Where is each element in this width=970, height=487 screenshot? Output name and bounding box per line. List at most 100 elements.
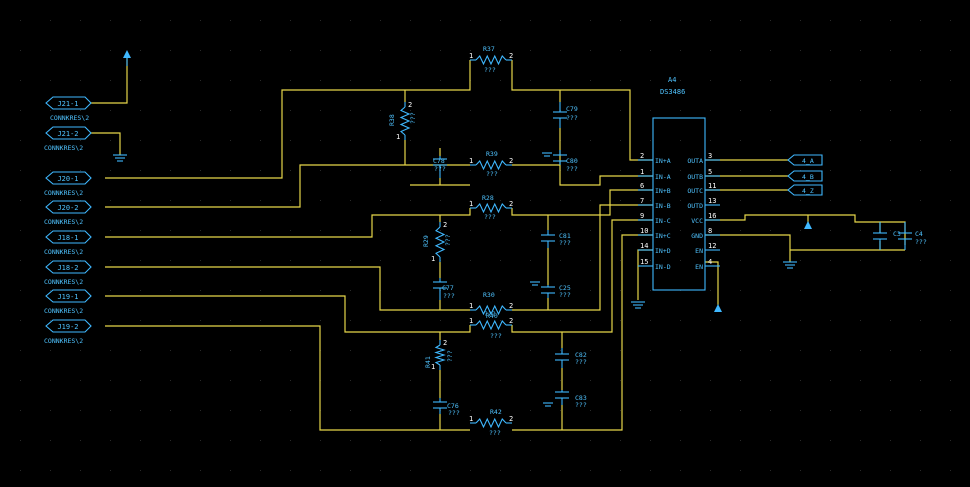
connector-name: J19-1 — [57, 293, 78, 301]
ic-a4[interactable]: A4 DS3486 2IN+A1IN-A6IN+B7IN-B9IN-C10IN+… — [638, 76, 720, 291]
output-ports: 4_A 4_B 4_Z — [787, 154, 823, 196]
resistor-ref: R29 — [422, 235, 430, 247]
pin-number: 5 — [708, 168, 712, 176]
pin-name: EN — [695, 263, 703, 271]
capacitor-ref: C82 — [575, 351, 587, 359]
output-port[interactable]: 4_Z — [787, 184, 823, 196]
resistor-ref: R39 — [486, 150, 498, 158]
pin-name: IN-B — [655, 202, 671, 210]
ic-ref: A4 — [668, 76, 676, 84]
pin-number: 9 — [640, 212, 644, 220]
capacitor[interactable]: C78??? — [433, 156, 447, 178]
connector-label: CONNKRES\2 — [44, 189, 83, 197]
pin-number: 1 — [431, 255, 435, 263]
pin-number: 2 — [509, 302, 513, 310]
connector-label: CONNKRES\2 — [44, 144, 83, 152]
pin-number: 13 — [708, 197, 716, 205]
capacitor-ref: C78 — [433, 157, 445, 165]
output-name: 4_A — [802, 157, 814, 165]
pin-name: IN+B — [655, 187, 671, 195]
pin-number: 1 — [469, 317, 473, 325]
pin-name: IN-D — [655, 263, 671, 271]
pin-number: 16 — [708, 212, 716, 220]
capacitor-value: ??? — [566, 114, 578, 122]
capacitor[interactable]: C76??? — [433, 398, 460, 417]
capacitor-value: ??? — [448, 409, 460, 417]
capacitor-ref: C3 — [893, 230, 901, 238]
resistor-ref: R38 — [388, 114, 396, 126]
pin-number: 2 — [443, 339, 447, 347]
capacitor[interactable]: C3 — [873, 222, 901, 250]
capacitor-ref: C81 — [559, 232, 571, 240]
resistor-value: ??? — [484, 213, 496, 221]
power-symbols — [113, 50, 812, 407]
capacitor-ref: C25 — [559, 284, 571, 292]
ground-icon — [783, 261, 797, 269]
ic-body — [652, 117, 706, 291]
pin-name: OUTB — [687, 173, 703, 181]
capacitor[interactable]: C77??? — [433, 278, 455, 300]
pin-name: OUTA — [687, 157, 703, 165]
output-name: 4_B — [802, 173, 814, 181]
output-port[interactable]: 4_A — [787, 154, 823, 166]
ground-icon — [543, 402, 553, 407]
pin-number: 1 — [640, 168, 644, 176]
pin-number: 10 — [640, 227, 648, 235]
pin-name: IN+C — [655, 232, 671, 240]
capacitor[interactable]: C83??? — [555, 390, 587, 409]
pin-number: 2 — [408, 101, 412, 109]
connector-name: J20-1 — [57, 175, 78, 183]
resistor-ref: R42 — [490, 408, 502, 416]
capacitor[interactable]: C79??? — [553, 102, 578, 128]
capacitor-value: ??? — [575, 401, 587, 409]
resistor-value: ??? — [484, 310, 496, 318]
capacitor[interactable]: C4??? — [898, 222, 927, 250]
pin-number: 2 — [509, 52, 513, 60]
capacitor[interactable]: C25??? — [541, 284, 571, 299]
pin-number: 6 — [640, 182, 644, 190]
pin-name: IN-A — [655, 173, 671, 181]
capacitor-ref: C76 — [447, 402, 459, 410]
capacitor[interactable]: C81??? — [541, 230, 571, 248]
capacitor-value: ??? — [443, 292, 455, 300]
output-port[interactable]: 4_B — [787, 170, 823, 182]
pin-number: 14 — [640, 242, 648, 250]
connector-label: CONNKRES\2 — [44, 218, 83, 226]
capacitor-ref: C80 — [566, 157, 578, 165]
connector-ports: J21-1CONNKRES\2J21-2CONNKRES\2J20-1CONNK… — [44, 96, 92, 345]
capacitor[interactable]: C82??? — [555, 348, 587, 368]
power-arrow-icon — [123, 50, 131, 66]
resistor-value: ??? — [446, 350, 454, 362]
pin-number: 7 — [640, 197, 644, 205]
connector-label: CONNKRES\2 — [44, 337, 83, 345]
capacitor-value: ??? — [915, 238, 927, 246]
resistor-ref: R28 — [482, 194, 494, 202]
capacitor-value: ??? — [559, 291, 571, 299]
capacitor[interactable]: C80??? — [553, 150, 578, 173]
ic-pin-left: 1IN-A — [638, 168, 671, 181]
